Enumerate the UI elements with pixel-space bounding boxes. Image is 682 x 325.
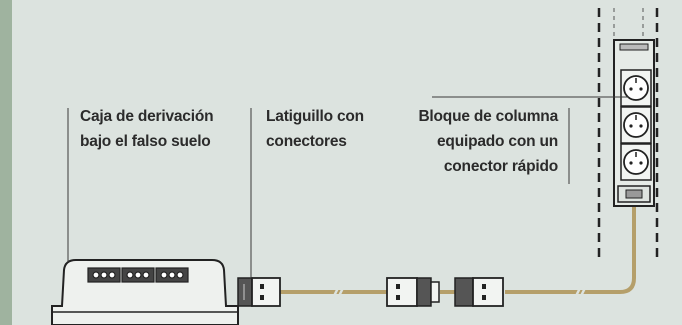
outlet-icon — [623, 75, 649, 101]
junction-box-label: Caja de derivación bajo el falso suelo — [80, 104, 214, 154]
cable-break-marks — [331, 285, 588, 299]
column-block-label-line-1: Bloque de columna — [418, 108, 558, 125]
patch-cord-label-line-1: Latiguillo con — [266, 108, 364, 125]
column-block-label-line-2: equipado con un — [437, 133, 558, 150]
junction-box-label-line-1: Caja de derivación — [80, 108, 214, 125]
column-block-label-line-3: conector rápido — [443, 158, 558, 175]
leader-lines — [67, 96, 629, 278]
junction-box-label-line-2: bajo el falso suelo — [80, 133, 211, 150]
column-block-label: Bloque de columna equipado con un conect… — [400, 104, 558, 179]
plug-connector-icon — [386, 277, 440, 307]
socket-column-icon — [613, 39, 655, 207]
plug-connector-icon — [237, 277, 281, 307]
patch-cord-label: Latiguillo con conectores — [266, 104, 364, 154]
cable-line — [280, 205, 636, 294]
patch-cord-label-line-2: conectores — [266, 133, 347, 150]
outlet-icon — [623, 149, 649, 175]
plug-connector-icon — [454, 277, 504, 307]
column-guide-lines — [597, 8, 659, 262]
junction-box-icon — [51, 259, 239, 325]
outlet-icon — [623, 112, 649, 138]
left-accent-bar — [0, 0, 12, 325]
